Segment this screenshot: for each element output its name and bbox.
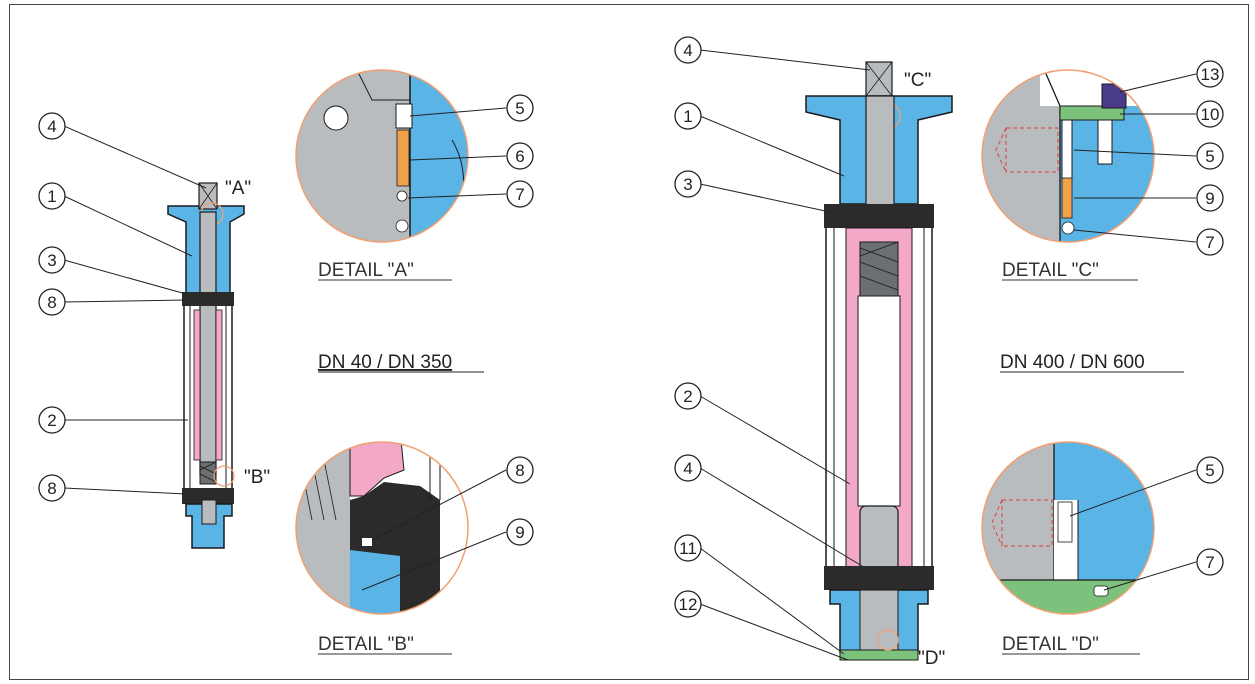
callout-a-5: 5 <box>515 99 524 118</box>
detail-a-label: DETAIL "A" <box>318 260 414 281</box>
callout-left-4 <box>38 112 66 140</box>
detail-b-circle <box>295 441 469 615</box>
callout-right-4b: 4 <box>683 459 692 478</box>
callout-left-3-text: 3 <box>47 251 56 270</box>
marker-d: "D" <box>918 648 945 669</box>
detail-c-circle <box>981 69 1155 243</box>
detail-d-callouts: 5 7 <box>1069 456 1224 591</box>
callout-c-7: 7 <box>1205 233 1214 252</box>
callout-d-7: 7 <box>1205 553 1214 572</box>
detail-c-label: DETAIL "C" <box>1002 260 1099 281</box>
callout-left-1-text: 1 <box>47 187 56 206</box>
marker-c: "C" <box>904 70 931 91</box>
right-assembly-title: DN 400 / DN 600 <box>1000 352 1145 373</box>
callout-c-9: 9 <box>1205 189 1214 208</box>
marker-b: "B" <box>244 467 270 488</box>
detail-a-circle <box>295 69 469 243</box>
detail-d-circle <box>981 441 1155 615</box>
drawing-frame <box>9 4 1249 680</box>
callout-c-13: 13 <box>1201 65 1220 84</box>
callout-left-8b-text: 8 <box>47 479 56 498</box>
left-assembly-title: DN 40 / DN 350 <box>318 352 452 373</box>
marker-a: "A" <box>225 178 251 199</box>
callout-right-12: 12 <box>679 595 698 614</box>
callout-left-8a-text: 8 <box>47 293 56 312</box>
callout-left-8b <box>38 474 66 502</box>
callout-left-3 <box>38 246 66 274</box>
detail-d-label: DETAIL "D" <box>1002 634 1099 655</box>
left-bottom-body <box>185 503 233 549</box>
left-callouts: 4 1 3 8 2 8 "A" "B" <box>38 112 270 502</box>
right-callouts: 4 1 3 2 4 11 12 "C" "D" <box>674 36 945 669</box>
callout-left-2-text: 2 <box>47 411 56 430</box>
callout-left-4-text: 4 <box>47 117 56 136</box>
callout-a-6: 6 <box>515 147 524 166</box>
callout-right-4a: 4 <box>683 41 692 60</box>
left-valve-assembly <box>167 182 245 549</box>
callout-left-8a <box>38 288 66 316</box>
left-stem <box>199 211 217 475</box>
callout-right-1: 1 <box>683 107 692 126</box>
callout-right-3: 3 <box>683 175 692 194</box>
callout-right-2: 2 <box>683 387 692 406</box>
detail-a-callouts: 5 6 7 <box>407 94 534 208</box>
detail-b-label: DETAIL "B" <box>318 634 414 655</box>
callout-c-10: 10 <box>1201 105 1220 124</box>
callout-b-8: 8 <box>515 461 524 480</box>
callout-d-5: 5 <box>1205 461 1214 480</box>
callout-right-11: 11 <box>679 539 697 558</box>
callout-c-5: 5 <box>1205 147 1214 166</box>
callout-b-9: 9 <box>515 523 524 542</box>
callout-left-1 <box>38 182 66 210</box>
callout-left-2 <box>38 406 66 434</box>
callout-a-7: 7 <box>515 185 524 204</box>
detail-b-callouts: 8 9 <box>361 456 534 591</box>
detail-c-callouts: 13 10 5 9 7 <box>1073 60 1224 256</box>
right-valve-assembly <box>805 61 953 661</box>
